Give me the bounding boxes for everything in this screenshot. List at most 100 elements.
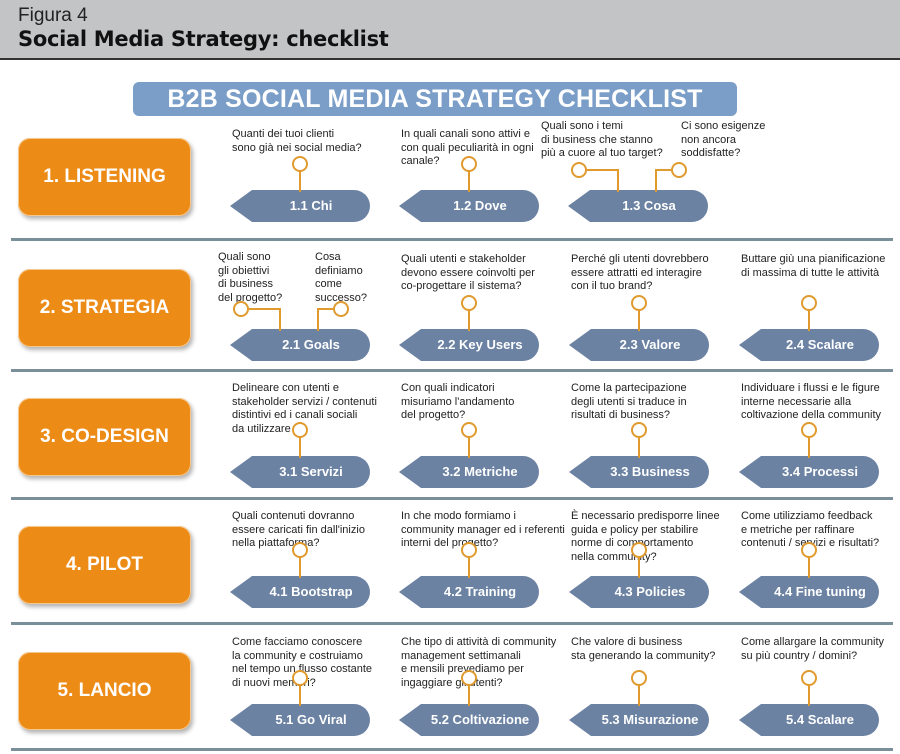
step-label: 3.1 Servizi xyxy=(279,464,343,479)
question-text: Quali sono i temi di business che stanno… xyxy=(541,120,663,159)
step-button[interactable]: 5.3 Misurazione xyxy=(569,704,709,736)
step-button[interactable]: 1.2 Dove xyxy=(399,190,539,222)
step-arrow-shape xyxy=(399,576,539,608)
step-arrow-shape xyxy=(399,456,539,488)
step-button[interactable]: 5.2 Coltivazione xyxy=(399,704,539,736)
step-button[interactable]: 4.4 Fine tuning xyxy=(739,576,879,608)
question-text: Perché gli utenti dovrebbero essere attr… xyxy=(571,253,709,292)
question-text: Come facciamo conoscere la community e c… xyxy=(232,636,373,689)
step-button[interactable]: 2.3 Valore xyxy=(569,329,709,361)
figure-title: Social Media Strategy: checklist xyxy=(18,27,389,51)
question-text: Che valore di business sta generando la … xyxy=(571,636,716,662)
step-label: 3.2 Metriche xyxy=(442,464,518,479)
step-label: 4.3 Policies xyxy=(614,584,686,599)
step-button[interactable]: 3.2 Metriche xyxy=(399,456,539,488)
step-label: 4.1 Bootstrap xyxy=(269,584,353,599)
section-divider xyxy=(11,238,893,241)
connector-pin-icon xyxy=(631,670,647,706)
step-arrow-shape xyxy=(569,329,709,361)
step-arrow-shape xyxy=(739,456,879,488)
question-text: Come allargare la community su più count… xyxy=(741,636,885,662)
step-button[interactable]: 3.1 Servizi xyxy=(230,456,370,488)
step-label: 4.2 Training xyxy=(443,584,517,599)
section-divider xyxy=(11,622,893,625)
question-text: Come utilizziamo feedback e metriche per… xyxy=(741,510,880,549)
figure-label: Figura 4 xyxy=(18,5,88,26)
step-arrow-shape xyxy=(230,190,370,222)
checklist-banner: B2B SOCIAL MEDIA STRATEGY CHECKLIST xyxy=(133,82,737,116)
step-arrow-shape xyxy=(569,456,709,488)
connector-pin-icon xyxy=(801,295,817,331)
phase-box[interactable]: 3. CO-DESIGN xyxy=(18,398,191,476)
step-label: 3.4 Processi xyxy=(782,464,858,479)
question-text: In che modo formiamo i community manager… xyxy=(401,510,565,549)
step-button[interactable]: 5.1 Go Viral xyxy=(230,704,370,736)
step-arrow-shape xyxy=(569,576,709,608)
question-text: Individuare i flussi e le figure interne… xyxy=(741,382,882,421)
question-text: Quanti dei tuoi clienti sono già nei soc… xyxy=(232,128,362,154)
connector-pin-icon xyxy=(801,670,817,706)
step-button[interactable]: 4.2 Training xyxy=(399,576,539,608)
step-label: 1.2 Dove xyxy=(453,198,507,213)
step-arrow-shape xyxy=(230,329,370,361)
connector-pin-icon xyxy=(461,295,477,331)
step-arrow-shape xyxy=(230,704,370,736)
step-label: 5.3 Misurazione xyxy=(601,712,699,727)
step-arrow-shape xyxy=(569,704,709,736)
step-label: 2.4 Scalare xyxy=(786,337,854,352)
step-button[interactable]: 4.1 Bootstrap xyxy=(230,576,370,608)
step-arrow-shape xyxy=(399,190,539,222)
connector-pin-icon xyxy=(631,422,647,458)
phase-box[interactable]: 4. PILOT xyxy=(18,526,191,604)
question-text: Quali sono gli obiettivi di business del… xyxy=(218,251,283,304)
step-label: 5.4 Scalare xyxy=(786,712,854,727)
question-text: Buttare giù una pianificazione di massim… xyxy=(741,253,886,279)
section-divider xyxy=(11,497,893,500)
phase-box[interactable]: 1. LISTENING xyxy=(18,138,191,216)
step-arrow-shape xyxy=(230,456,370,488)
step-label: 3.3 Business xyxy=(610,464,690,479)
question-text: Quali contenuti dovranno essere caricati… xyxy=(232,510,365,549)
connector-pin-icon xyxy=(631,295,647,331)
split-connector-icon xyxy=(571,162,687,192)
step-button[interactable]: 1.3 Cosa xyxy=(568,190,708,222)
step-button[interactable]: 1.1 Chi xyxy=(230,190,370,222)
step-label: 2.2 Key Users xyxy=(437,337,523,352)
step-label: 2.1 Goals xyxy=(282,337,340,352)
step-button[interactable]: 2.4 Scalare xyxy=(739,329,879,361)
question-text: Che tipo di attività di community manage… xyxy=(401,636,557,689)
phase-box[interactable]: 2. STRATEGIA xyxy=(18,269,191,347)
step-button[interactable]: 5.4 Scalare xyxy=(739,704,879,736)
step-label: 5.1 Go Viral xyxy=(275,712,347,727)
question-text: Con quali indicatori misuriamo l'andamen… xyxy=(401,382,515,421)
question-text: Cosa definiamo come successo? xyxy=(315,251,367,304)
step-arrow-shape xyxy=(230,576,370,608)
step-label: 2.3 Valore xyxy=(619,337,681,352)
step-arrow-shape xyxy=(399,704,539,736)
step-label: 1.1 Chi xyxy=(289,198,333,213)
question-text: Delineare con utenti e stakeholder servi… xyxy=(232,382,377,435)
step-arrow-shape xyxy=(568,190,708,222)
question-text: Come la partecipazione degli utenti si t… xyxy=(571,382,687,421)
connector-pin-icon xyxy=(801,422,817,458)
section-divider xyxy=(11,369,893,372)
step-arrow-shape xyxy=(739,576,879,608)
step-arrow-shape xyxy=(399,329,539,361)
step-label: 4.4 Fine tuning xyxy=(774,584,866,599)
step-button[interactable]: 3.3 Business xyxy=(569,456,709,488)
step-button[interactable]: 3.4 Processi xyxy=(739,456,879,488)
question-text: In quali canali sono attivi e con quali … xyxy=(401,128,534,167)
connector-pin-icon xyxy=(292,156,308,192)
phase-box[interactable]: 5. LANCIO xyxy=(18,652,191,730)
question-text: È necessario predisporre linee guida e p… xyxy=(571,510,720,563)
step-button[interactable]: 4.3 Policies xyxy=(569,576,709,608)
question-text: Ci sono esigenze non ancora soddisfatte? xyxy=(681,120,766,159)
connector-pin-icon xyxy=(461,422,477,458)
section-divider xyxy=(11,748,893,751)
figure-header: Figura 4 Social Media Strategy: checklis… xyxy=(0,0,900,60)
step-arrow-shape xyxy=(739,704,879,736)
step-button[interactable]: 2.2 Key Users xyxy=(399,329,539,361)
step-button[interactable]: 2.1 Goals xyxy=(230,329,370,361)
question-text: Quali utenti e stakeholder devono essere… xyxy=(401,253,535,292)
step-label: 5.2 Coltivazione xyxy=(430,712,530,727)
